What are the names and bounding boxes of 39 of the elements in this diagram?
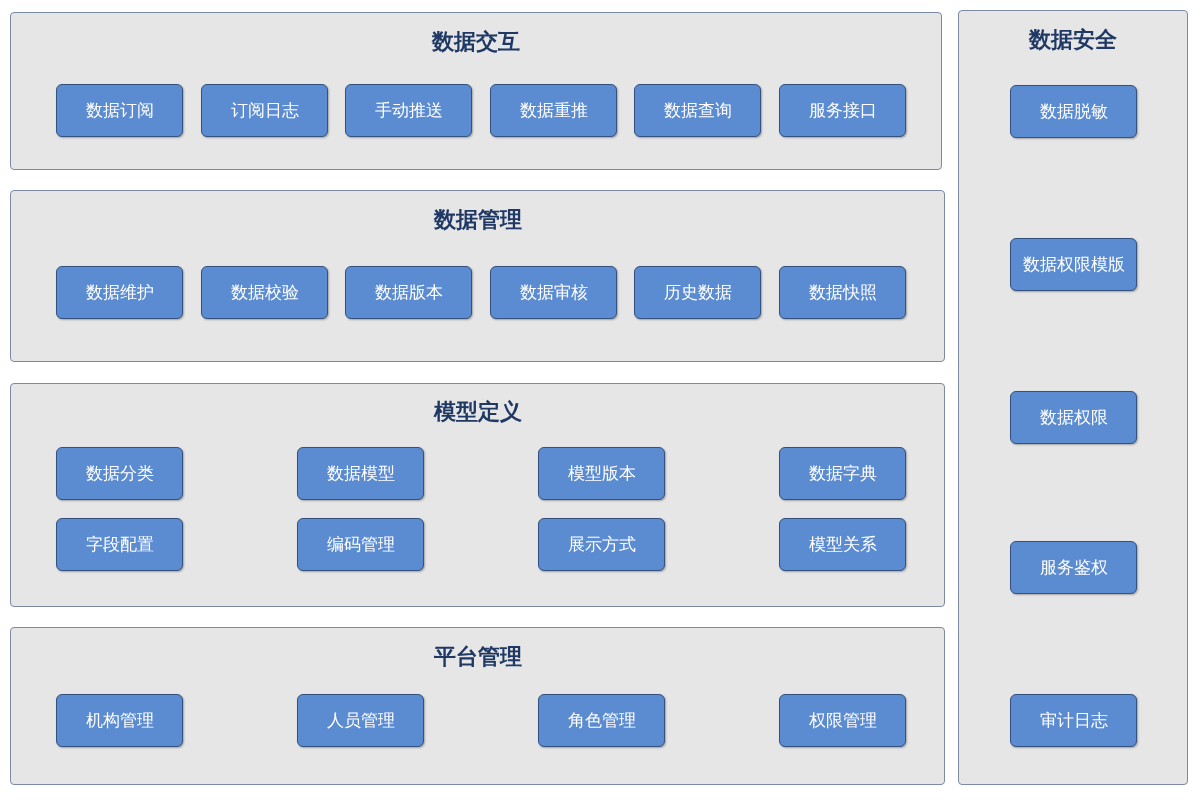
module-box: 模型关系 <box>779 518 906 571</box>
module-box: 角色管理 <box>538 694 665 747</box>
module-box: 编码管理 <box>297 518 424 571</box>
module-box: 字段配置 <box>56 518 183 571</box>
layer-panel <box>10 627 945 785</box>
panel-title: 数据安全 <box>1029 26 1117 54</box>
module-box: 订阅日志 <box>201 84 328 137</box>
module-box: 历史数据 <box>634 266 761 319</box>
layer-panel <box>10 190 945 362</box>
module-box: 数据快照 <box>779 266 906 319</box>
module-box: 数据分类 <box>56 447 183 500</box>
module-box: 数据维护 <box>56 266 183 319</box>
module-box: 数据模型 <box>297 447 424 500</box>
module-box: 数据订阅 <box>56 84 183 137</box>
layer-panel <box>10 383 945 607</box>
module-box: 模型版本 <box>538 447 665 500</box>
module-box: 审计日志 <box>1010 694 1137 747</box>
layer-panel <box>958 10 1188 785</box>
module-box: 展示方式 <box>538 518 665 571</box>
layer-panel <box>10 12 942 170</box>
module-box: 机构管理 <box>56 694 183 747</box>
panel-title: 数据管理 <box>433 206 522 234</box>
module-box: 人员管理 <box>297 694 424 747</box>
module-box: 手动推送 <box>345 84 472 137</box>
module-box: 数据重推 <box>490 84 617 137</box>
module-box: 数据校验 <box>201 266 328 319</box>
module-box: 权限管理 <box>779 694 906 747</box>
module-box: 数据脱敏 <box>1010 85 1137 138</box>
panel-title: 模型定义 <box>433 398 522 426</box>
module-box: 数据版本 <box>345 266 472 319</box>
module-box: 数据权限模版 <box>1010 238 1137 291</box>
module-box: 数据审核 <box>490 266 617 319</box>
module-box: 数据字典 <box>779 447 906 500</box>
panel-title: 平台管理 <box>433 643 522 671</box>
panel-title: 数据交互 <box>432 28 520 56</box>
module-box: 服务鉴权 <box>1010 541 1137 594</box>
module-box: 数据查询 <box>634 84 761 137</box>
module-box: 服务接口 <box>779 84 906 137</box>
module-box: 数据权限 <box>1010 391 1137 444</box>
